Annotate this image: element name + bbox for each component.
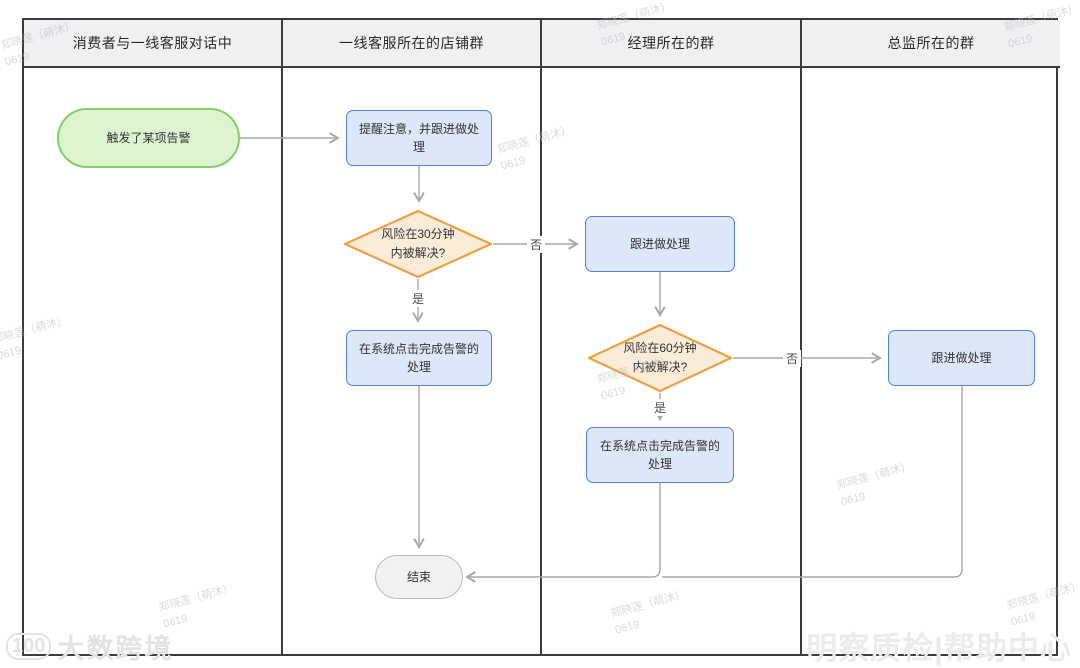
lane-header: 一线客服所在的店铺群 <box>283 20 540 68</box>
edge-label-yes-30min: 是 <box>409 290 428 307</box>
lane-manager-group: 经理所在的群 <box>542 20 802 654</box>
node-decision-30min: 风险在30分钟 内被解决? <box>343 209 493 279</box>
node-director-follow-up: 跟进做处理 <box>888 330 1035 386</box>
diamond-shape <box>587 323 733 393</box>
lane-consumer-chat: 消费者与一线客服对话中 <box>24 20 283 654</box>
decision-label: 风险在30分钟 内被解决? <box>381 227 455 260</box>
brand-name: 大数跨境 <box>57 634 174 664</box>
node-manager-complete-alarm: 在系统点击完成告警的处理 <box>586 427 734 483</box>
node-remind-and-follow-up: 提醒注意，并跟进做处理 <box>346 110 492 166</box>
node-decision-60min: 风险在60分钟 内被解决? <box>587 323 733 393</box>
logo-100-icon: 100 <box>6 633 52 660</box>
lane-header: 消费者与一线客服对话中 <box>24 20 281 68</box>
node-manager-follow-up: 跟进做处理 <box>585 216 735 272</box>
edge-label-no-60min: 否 <box>783 350 802 367</box>
edge-label-no-30min: 否 <box>527 236 546 253</box>
diamond-shape <box>343 209 493 279</box>
node-start-alarm-triggered: 触发了某项告警 <box>57 108 240 168</box>
lane-header: 总监所在的群 <box>802 20 1060 68</box>
lane-frontline-store-group: 一线客服所在的店铺群 <box>283 20 542 654</box>
node-cs-complete-alarm: 在系统点击完成告警的处理 <box>346 330 492 386</box>
swimlane-table: 消费者与一线客服对话中 一线客服所在的店铺群 经理所在的群 总监所在的群 <box>22 18 1060 656</box>
lane-header: 经理所在的群 <box>542 20 800 68</box>
node-end: 结束 <box>375 555 463 599</box>
lane-director-group: 总监所在的群 <box>802 20 1060 654</box>
edge-label-yes-60min: 是 <box>651 399 670 416</box>
watermark-title: 明察质检|帮助中心 <box>806 631 1072 666</box>
brand-logo: 100 大数跨境 <box>6 627 173 666</box>
decision-label: 风险在60分钟 内被解决? <box>623 341 697 374</box>
